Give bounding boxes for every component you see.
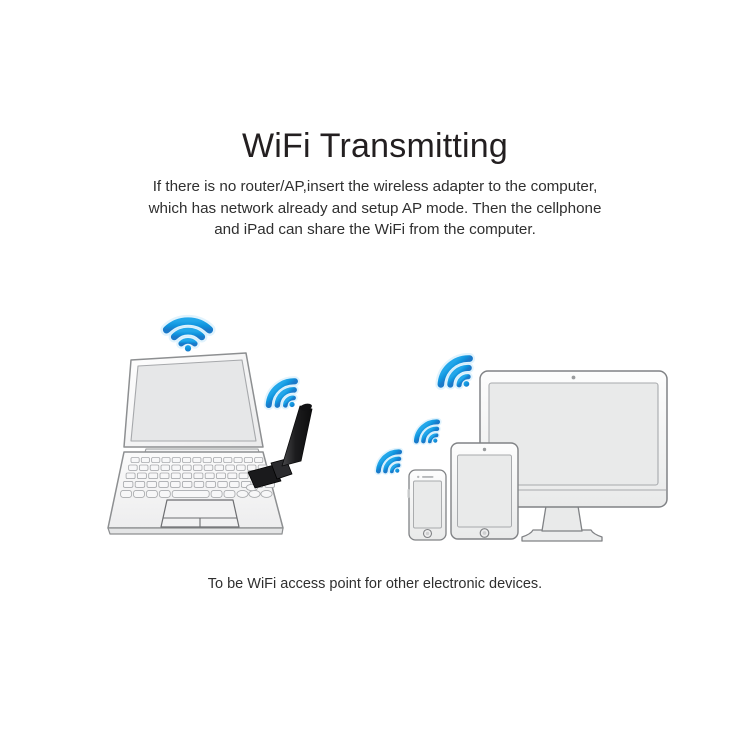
- monitor-stand-base: [521, 529, 603, 542]
- wifi-icon-laptop-top: [167, 321, 210, 351]
- client-devices-group: [374, 353, 668, 542]
- laptop-with-usb-wifi-adapter: [107, 321, 313, 535]
- usb-wifi-adapter: [247, 403, 313, 489]
- phone-speaker-icon: [422, 476, 434, 478]
- laptop-trackpad: [160, 499, 240, 528]
- intro-line-3: and iPad can share the WiFi from the com…: [214, 221, 536, 238]
- adapter-antenna: [281, 405, 313, 467]
- wifi-icon-tablet: [412, 418, 447, 452]
- wifi-icon-phone: [374, 448, 409, 482]
- desktop-monitor: [479, 370, 668, 542]
- laptop-keyboard: [120, 457, 275, 498]
- phone-camera-icon: [417, 475, 420, 479]
- monitor-stand-neck: [541, 505, 583, 532]
- intro-paragraph: If there is no router/AP,insert the wire…: [125, 176, 625, 241]
- intro-line-1: If there is no router/AP,insert the wire…: [152, 178, 598, 195]
- tablet-device: [450, 442, 519, 540]
- smartphone-device: [407, 469, 447, 541]
- wifi-icon-monitor: [436, 353, 483, 399]
- laptop-lid: [123, 352, 264, 448]
- phone-screen: [413, 480, 442, 529]
- tablet-camera-icon: [482, 447, 487, 452]
- footer-caption: To be WiFi access point for other electr…: [207, 576, 543, 592]
- page-title: WiFi Transmitting: [242, 127, 508, 165]
- tablet-screen: [457, 454, 512, 528]
- spacebar: [171, 489, 210, 498]
- monitor-camera-icon: [571, 375, 576, 380]
- intro-line-2: which has network already and setup AP m…: [148, 199, 602, 217]
- laptop-screen: [130, 359, 257, 442]
- phone-volume-button: [407, 489, 410, 498]
- monitor-screen: [488, 382, 659, 486]
